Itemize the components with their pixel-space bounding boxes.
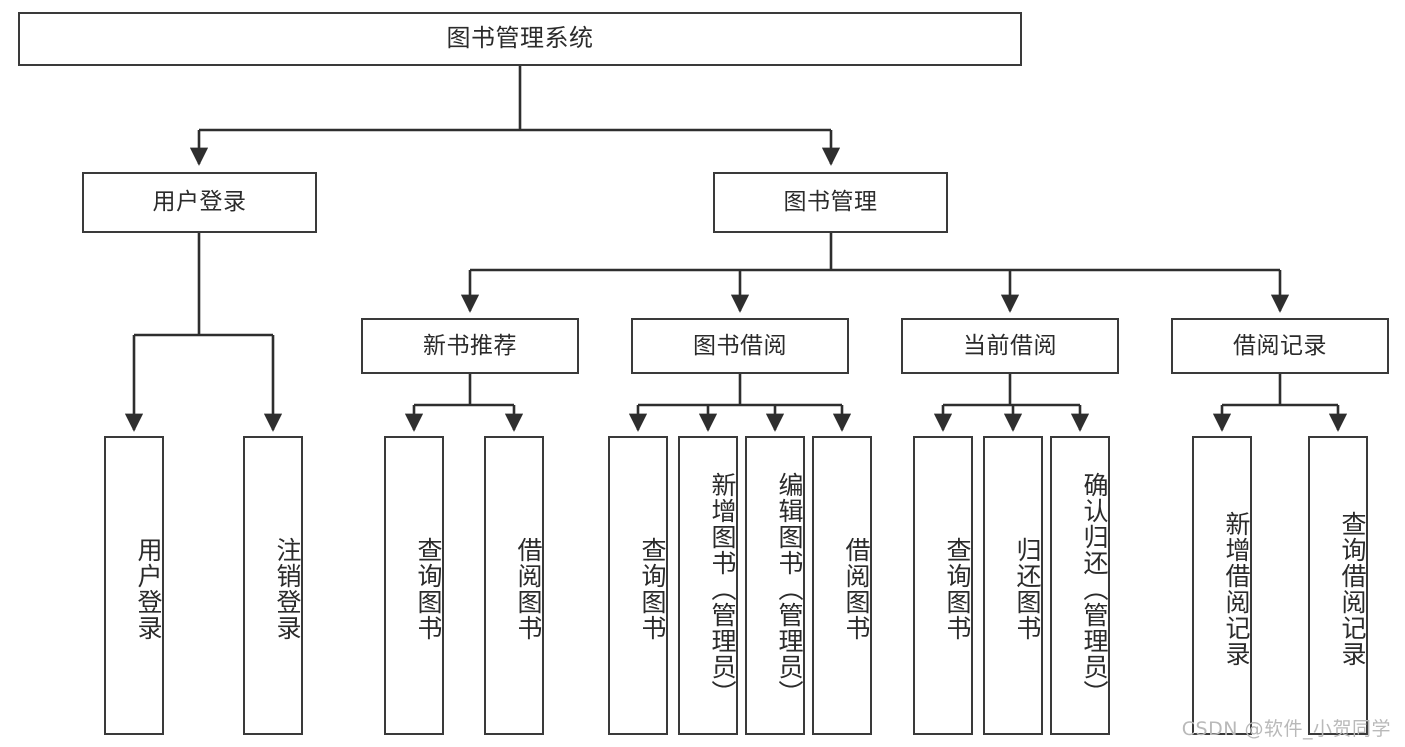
node-label: 用户登录	[134, 536, 163, 641]
leaf-record-add-record[interactable]: 新增借阅记录	[1192, 436, 1252, 735]
node-label: 新增借阅记录	[1222, 510, 1251, 667]
node-current-borrow[interactable]: 当前借阅	[901, 318, 1119, 374]
node-label: 查询图书	[638, 536, 667, 641]
leaf-current-confirm-return-admin[interactable]: 确认归还（管理员）	[1050, 436, 1110, 735]
node-label: 新增图书（管理员）	[708, 471, 737, 706]
node-label: 查询图书	[943, 536, 972, 641]
node-label: 新书推荐	[423, 332, 517, 359]
leaf-recommend-query-book[interactable]: 查询图书	[384, 436, 444, 735]
node-label: 查询借阅记录	[1338, 510, 1367, 667]
node-label: 借阅记录	[1233, 332, 1327, 359]
node-new-book-recommend[interactable]: 新书推荐	[361, 318, 579, 374]
node-label: 图书管理	[783, 189, 878, 216]
leaf-user-login-signout[interactable]: 注销登录	[243, 436, 303, 735]
node-label: 借阅图书	[514, 536, 543, 641]
node-book-management[interactable]: 图书管理	[713, 172, 948, 233]
node-user-login[interactable]: 用户登录	[82, 172, 317, 233]
node-borrow-record[interactable]: 借阅记录	[1171, 318, 1389, 374]
node-label: 归还图书	[1013, 536, 1042, 641]
node-label: 注销登录	[273, 536, 302, 641]
node-label: 确认归还（管理员）	[1080, 471, 1109, 706]
leaf-current-query-book[interactable]: 查询图书	[913, 436, 973, 735]
node-book-borrow[interactable]: 图书借阅	[631, 318, 849, 374]
node-label: 用户登录	[152, 189, 247, 216]
node-label: 当前借阅	[963, 332, 1057, 359]
leaf-borrow-query-book[interactable]: 查询图书	[608, 436, 668, 735]
node-label: 图书管理系统	[446, 24, 594, 53]
leaf-current-return-book[interactable]: 归还图书	[983, 436, 1043, 735]
leaf-record-query-record[interactable]: 查询借阅记录	[1308, 436, 1368, 735]
leaf-borrow-add-book-admin[interactable]: 新增图书（管理员）	[678, 436, 738, 735]
leaf-user-login-signin[interactable]: 用户登录	[104, 436, 164, 735]
node-label: 借阅图书	[842, 536, 871, 641]
node-label: 查询图书	[414, 536, 443, 641]
leaf-borrow-edit-book-admin[interactable]: 编辑图书（管理员）	[745, 436, 805, 735]
node-label: 图书借阅	[693, 332, 787, 359]
node-root-system[interactable]: 图书管理系统	[18, 12, 1022, 66]
watermark-text: CSDN @软件_小贺同学	[1181, 718, 1391, 740]
leaf-borrow-borrow-book[interactable]: 借阅图书	[812, 436, 872, 735]
node-label: 编辑图书（管理员）	[775, 471, 804, 706]
leaf-recommend-borrow-book[interactable]: 借阅图书	[484, 436, 544, 735]
